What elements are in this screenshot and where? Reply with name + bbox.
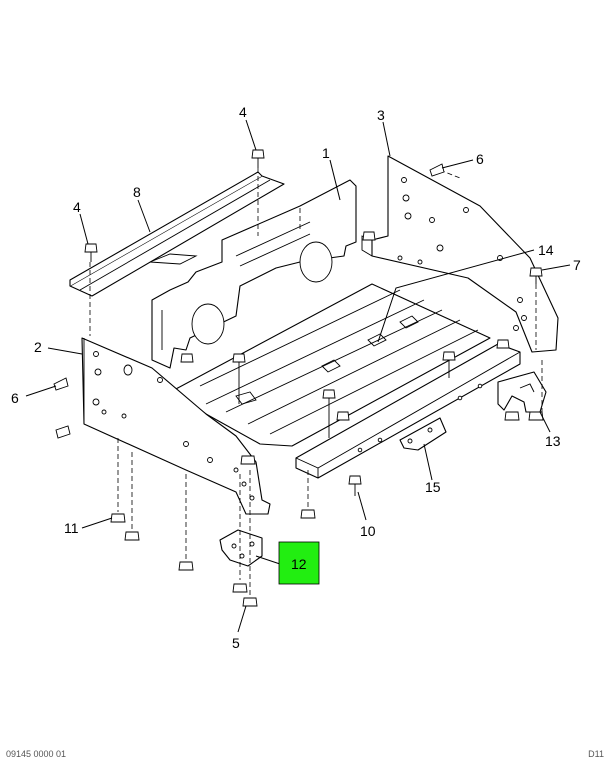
- callout-12[interactable]: 12: [291, 556, 307, 572]
- rear-cross-panel: [151, 179, 357, 369]
- u-clip-bracket: [497, 371, 547, 413]
- nut-channel: [336, 411, 350, 421]
- bolt-side-lower-left: [55, 425, 71, 439]
- callout-13[interactable]: 13: [545, 433, 561, 449]
- bolt-inner-right: [362, 231, 376, 241]
- alignment-lines: [89, 168, 543, 596]
- left-side-plate: [81, 337, 271, 515]
- bolt-right-side: [529, 267, 543, 284]
- bolt-floor-left: [232, 353, 246, 404]
- nut-lower-5: [242, 597, 258, 607]
- nut-clip-1: [504, 411, 520, 421]
- nut-lower-1: [110, 513, 126, 523]
- footer-left-code: 09145 0000 01: [6, 749, 67, 759]
- bolt-top-center: [251, 149, 265, 168]
- bolt-side-upper-left: [53, 377, 69, 391]
- callout-10[interactable]: 10: [360, 523, 376, 539]
- footer-right-code: D11: [588, 749, 604, 759]
- callout-4-left[interactable]: 4: [73, 199, 81, 215]
- bolt-channel-right: [496, 339, 510, 349]
- nut-lower-2: [124, 531, 140, 541]
- bolt-channel-left: [322, 389, 336, 438]
- top-channel: [69, 171, 285, 297]
- bolt-right-top: [429, 163, 445, 177]
- callout-15[interactable]: 15: [425, 479, 441, 495]
- small-mounting-plate: [219, 529, 263, 567]
- callout-1[interactable]: 1: [322, 145, 330, 161]
- callout-5[interactable]: 5: [232, 635, 240, 651]
- callout-2[interactable]: 2: [34, 339, 42, 355]
- nut-clip-2: [528, 411, 544, 421]
- callout-8[interactable]: 8: [133, 184, 141, 200]
- callout-6-left[interactable]: 6: [11, 390, 19, 406]
- highlight-box-12[interactable]: [278, 541, 320, 585]
- nut-lower-3: [178, 561, 194, 571]
- nut-lower-4: [232, 583, 248, 593]
- bolt-floor-right: [442, 351, 456, 378]
- callout-6-right[interactable]: 6: [476, 151, 484, 167]
- bolt-channel-under: [348, 475, 362, 496]
- bolt-left-plate-top: [180, 353, 194, 363]
- callout-labels: 1 2 3 4 4 5 6 6 7 8 10 11 12 13 14 15: [11, 104, 581, 651]
- nut-channel-under: [300, 509, 316, 519]
- fasteners: [53, 149, 544, 607]
- leader-lines: [25, 119, 571, 633]
- bolt-left-plate-front: [240, 455, 256, 465]
- callout-14[interactable]: 14: [538, 242, 554, 258]
- callout-4-top[interactable]: 4: [239, 104, 247, 120]
- bolt-top-left: [84, 243, 98, 262]
- floor-pan: [173, 283, 491, 447]
- callout-11[interactable]: 11: [64, 520, 79, 536]
- callout-3[interactable]: 3: [377, 107, 385, 123]
- callout-7[interactable]: 7: [573, 257, 581, 273]
- right-side-plate: [361, 155, 559, 353]
